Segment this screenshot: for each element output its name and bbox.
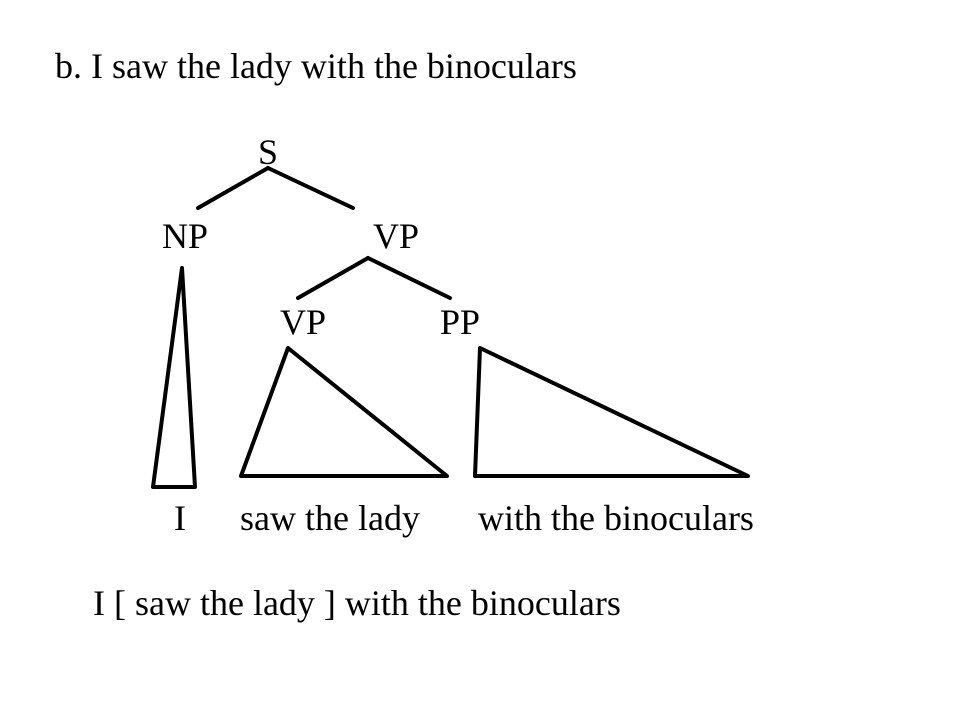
- leaf-vp: saw the lady: [240, 498, 420, 538]
- node-vp: VP: [373, 216, 420, 256]
- np-triangle: [151, 266, 197, 489]
- edge-vp-pp: [366, 256, 452, 300]
- edge-s-np: [196, 166, 270, 210]
- node-inner-vp: VP: [280, 302, 327, 342]
- pp-triangle: [473, 346, 750, 478]
- edge-vp-innervp: [296, 256, 370, 300]
- node-np: NP: [162, 216, 209, 256]
- node-pp: PP: [440, 302, 481, 342]
- slide-title: b. I saw the lady with the binoculars: [55, 46, 577, 86]
- node-s: S: [258, 132, 279, 172]
- innervp-triangle: [239, 346, 449, 478]
- leaf-np: I: [174, 498, 186, 538]
- leaf-pp: with the binoculars: [478, 498, 754, 538]
- edge-s-vp: [266, 166, 355, 210]
- bracketed-sentence: I [ saw the lady ] with the binoculars: [93, 583, 621, 623]
